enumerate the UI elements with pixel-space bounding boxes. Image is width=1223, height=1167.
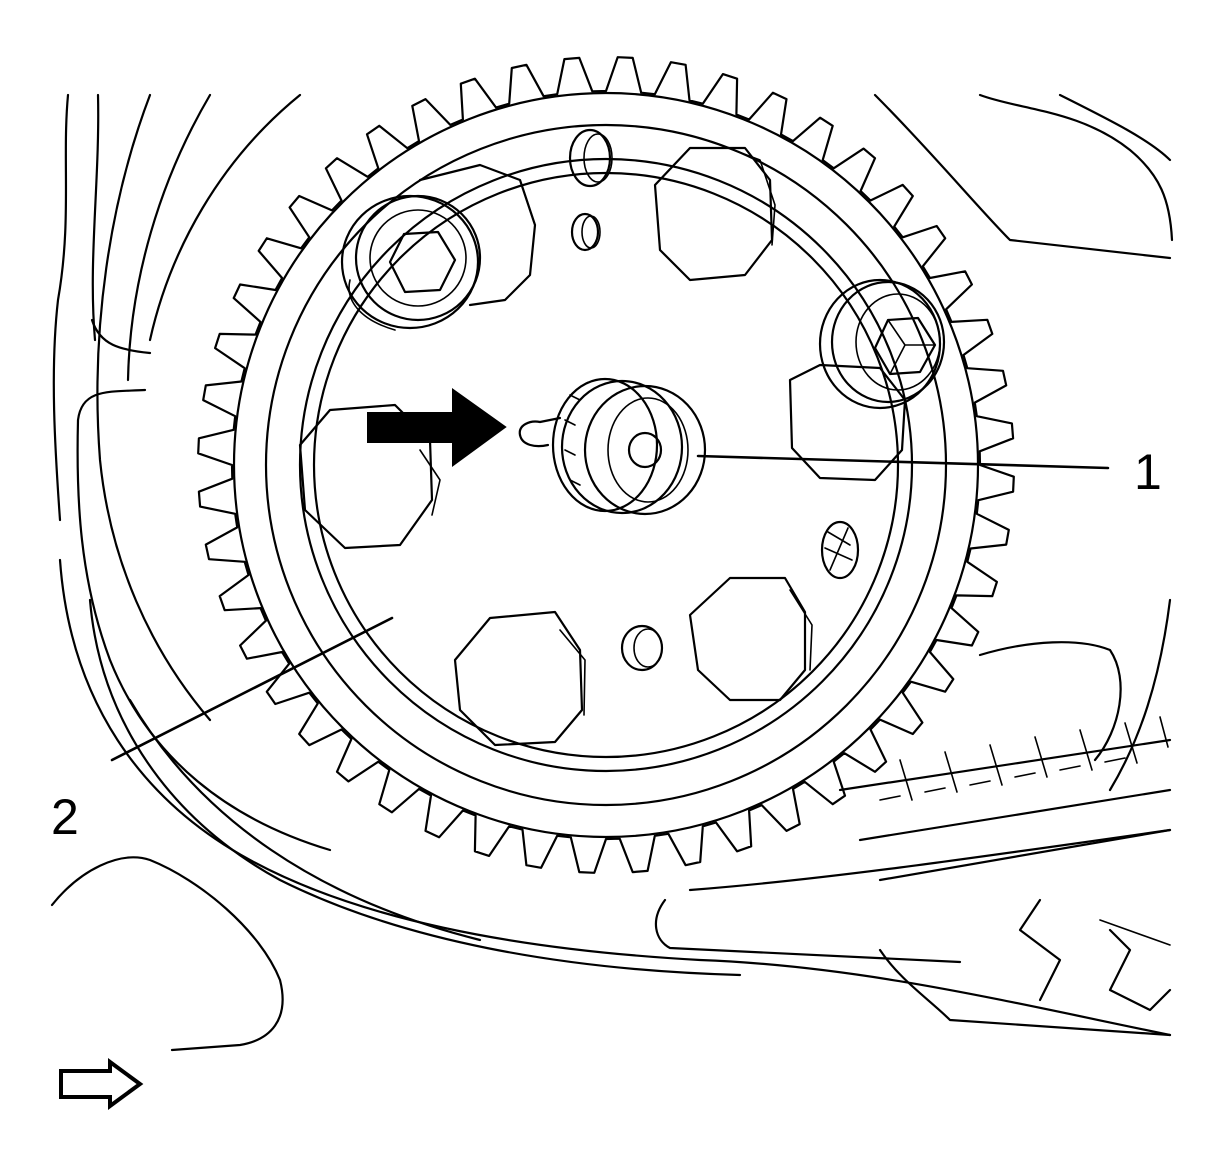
callout-label-1: 1 [1134,444,1162,500]
engine-housing [50,93,1174,1052]
hollow-right-arrow-icon [59,1058,144,1110]
leader-line-1 [696,454,1110,470]
sprocket-body [232,91,980,839]
camshaft-center-bolt [518,377,707,516]
sprocket-teeth [197,56,1015,874]
sprocket-bolt-upper-left [340,163,537,331]
callout-label-2: 2 [51,789,79,845]
sprocket-bolt-right [818,278,946,410]
solid-right-arrow-icon [367,388,507,467]
leader-line-2 [110,616,394,762]
timing-belt [654,716,1172,1037]
